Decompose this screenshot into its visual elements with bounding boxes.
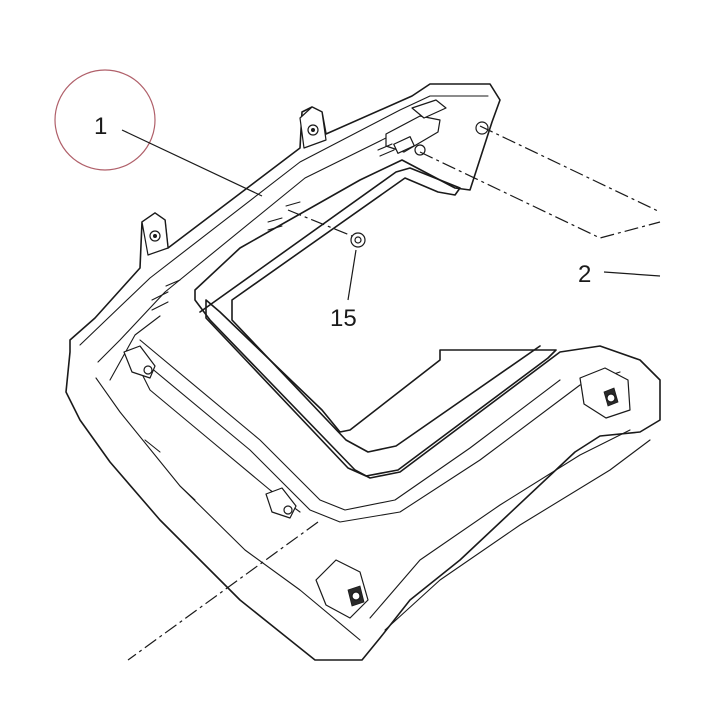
- bracket-lower-edge-2: [129, 349, 301, 513]
- callout-label-2: 2: [578, 261, 591, 288]
- leader-line-2: [603, 271, 661, 277]
- callout-label-1: 1: [94, 113, 107, 140]
- leader-line-1: [121, 129, 263, 197]
- bracket-curve-lower-2: [384, 439, 651, 631]
- hinge-clip-assembly: [377, 99, 489, 157]
- clip-middle: [265, 487, 297, 519]
- part-15-nut: [350, 232, 366, 248]
- bracket-inner-opening: [205, 299, 557, 477]
- mounting-tab-left: [141, 212, 169, 256]
- bracket-curve-lower: [369, 429, 631, 619]
- mounting-boss-right: [579, 367, 631, 419]
- bracket-rim-line-1: [79, 95, 489, 346]
- mounting-boss-lower: [315, 559, 369, 619]
- bracket-window-edge: [199, 167, 541, 453]
- assembly-line-lower: [127, 521, 319, 661]
- bracket-lower-edge: [95, 377, 361, 641]
- bracket-slots: [144, 201, 301, 501]
- callout-label-15: 15: [330, 305, 357, 332]
- bracket-part: [65, 83, 661, 661]
- bracket-outer-edge: [65, 83, 661, 661]
- mounting-tab-top: [299, 106, 327, 149]
- leader-line-15: [347, 249, 357, 301]
- assembly-line-to-part-2-upper: [479, 125, 661, 213]
- bracket-channel-2: [131, 351, 621, 523]
- callout-1-highlight-circle: [54, 69, 156, 171]
- bracket-rim-line-3: [109, 315, 161, 381]
- bracket-rim-line-2: [97, 135, 391, 363]
- clip-left: [123, 345, 156, 379]
- bracket-channel: [139, 339, 561, 511]
- assembly-lines: [127, 125, 661, 661]
- assembly-line-nut: [287, 209, 353, 237]
